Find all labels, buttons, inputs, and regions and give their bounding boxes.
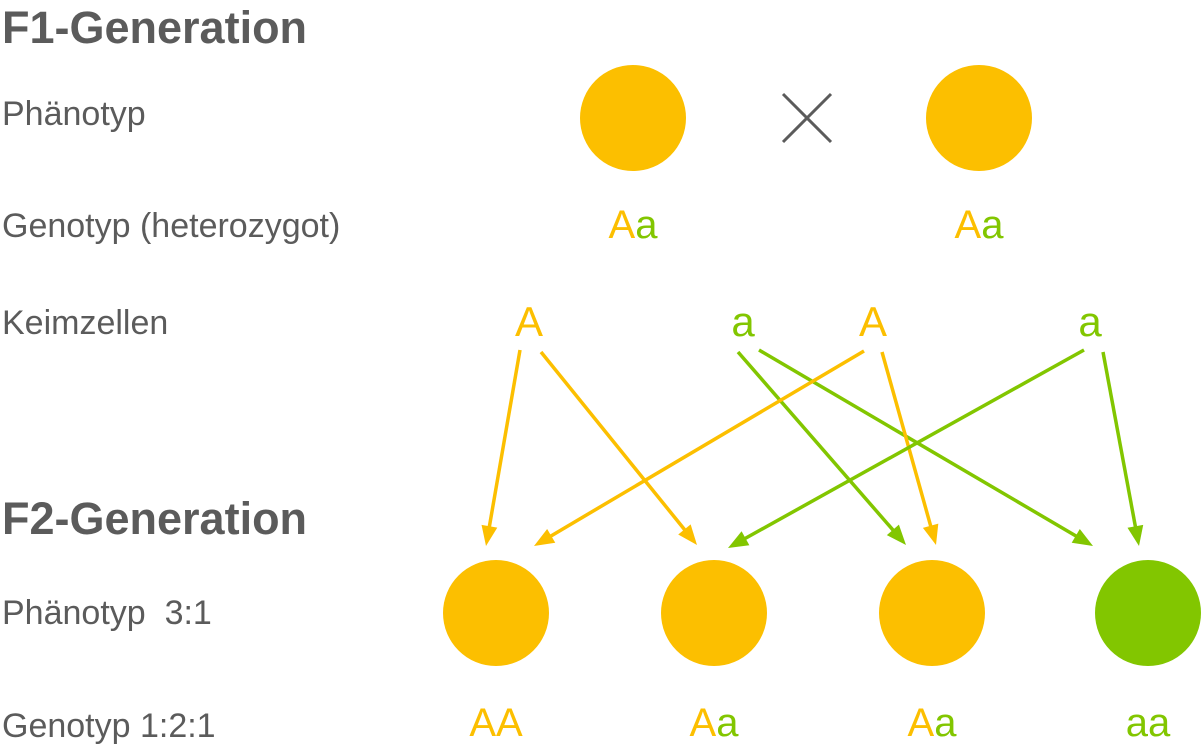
arrow-3 — [736, 350, 906, 545]
allele: A — [954, 203, 982, 247]
f2-offspring-circle-2 — [661, 560, 767, 666]
f2-heading: F2-Generation — [2, 493, 308, 544]
f1-genotype-label: Genotyp (heterozygot) — [2, 207, 341, 245]
f2-phenotype-label: Phänotyp 3:1 — [2, 594, 212, 632]
arrow-5 — [534, 349, 865, 546]
allele: A — [496, 701, 523, 745]
f1-genotype-2: Aa — [955, 205, 1004, 245]
allele: a — [981, 203, 1004, 247]
arrow-4 — [758, 348, 1093, 546]
f2-offspring-circle-1 — [443, 560, 549, 666]
allele: A — [469, 701, 496, 745]
allele: A — [689, 701, 717, 745]
arrow-7 — [728, 348, 1085, 548]
f2-offspring-circle-4 — [1095, 560, 1201, 666]
f1-phenotype-label: Phänotyp — [2, 95, 146, 133]
allele: A — [907, 701, 935, 745]
arrow-shaft — [1101, 351, 1138, 529]
allele: a — [635, 203, 658, 247]
allele: A — [608, 203, 636, 247]
arrow-head — [922, 523, 939, 545]
arrow-head — [1071, 528, 1093, 546]
arrow-head — [481, 524, 498, 546]
arrow-head — [1127, 524, 1144, 546]
f2-genotype-1: AA — [469, 703, 522, 743]
cross-stroke-2 — [781, 92, 833, 144]
arrow-shaft — [880, 351, 933, 529]
gamete-4: a — [1078, 298, 1102, 345]
arrow-shaft — [742, 348, 1085, 541]
arrow-head — [534, 528, 556, 546]
gamete-2: a — [731, 298, 755, 345]
allele: a — [1148, 701, 1171, 745]
arrow-8 — [1101, 351, 1144, 546]
f2-genotype-3: Aa — [908, 703, 957, 743]
f1-parent-circle-2 — [926, 65, 1032, 171]
arrow-shaft — [487, 349, 522, 529]
allele: a — [1125, 701, 1148, 745]
inheritance-arrows — [481, 348, 1144, 548]
f2-genotype-4: aa — [1126, 703, 1171, 743]
gamete-1: A — [514, 298, 544, 345]
arrow-2 — [539, 350, 697, 545]
f2-genotype-2: Aa — [690, 703, 739, 743]
allele: a — [716, 701, 739, 745]
allele: a — [934, 701, 957, 745]
arrow-shaft — [736, 350, 896, 533]
f2-offspring-circle-3 — [879, 560, 985, 666]
f1-parents — [580, 65, 1032, 171]
f1-heading: F1-Generation — [2, 2, 308, 53]
gamete-3: A — [858, 298, 888, 345]
arrow-head — [886, 524, 906, 545]
arrow-head — [728, 531, 750, 548]
gametes-label: Keimzellen — [2, 304, 169, 342]
arrow-head — [678, 524, 697, 545]
f1-genotype-1: Aa — [609, 205, 658, 245]
f2-genotype-label: Genotyp 1:2:1 — [2, 707, 216, 745]
f2-offspring — [443, 560, 1201, 666]
f1-parent-circle-1 — [580, 65, 686, 171]
arrow-6 — [880, 351, 939, 545]
cross-icon — [781, 92, 833, 144]
arrow-1 — [481, 349, 522, 546]
arrow-shaft — [548, 349, 865, 539]
arrow-shaft — [539, 350, 688, 533]
